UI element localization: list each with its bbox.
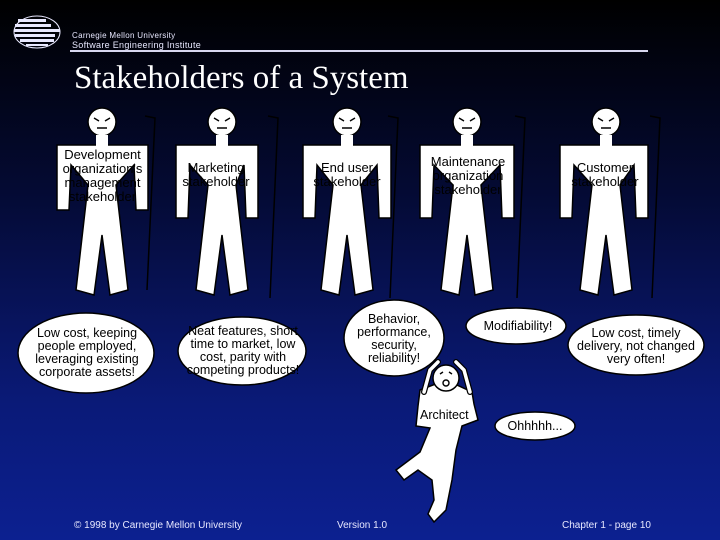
concern-end-user: Behavior, performance, security, reliabi…: [357, 312, 431, 365]
stakeholder-label-customer: Customer stakeholder: [571, 160, 639, 189]
stakeholder-body: [56, 144, 149, 296]
stick-line: [514, 115, 526, 299]
stakeholder-head-icon: [591, 107, 621, 137]
architect-mouth: [442, 379, 450, 387]
architect-exclamation: Ohhhhh...: [507, 418, 563, 433]
stakeholder-label-development: Development organization's management st…: [62, 147, 143, 204]
stick-line: [267, 115, 279, 299]
page-title: Stakeholders of a System: [74, 60, 409, 96]
concern-bubble: [567, 314, 705, 376]
stakeholder-neck: [600, 135, 612, 146]
stick-line: [649, 115, 661, 299]
concern-marketing: Neat features, short time to market, low…: [186, 324, 300, 377]
stakeholder-body: [302, 144, 392, 296]
concern-bubble: [465, 307, 567, 345]
stakeholder-head-icon: [452, 107, 482, 137]
footer-version: Version 1.0: [337, 520, 388, 531]
cmu-logo-icon: [13, 15, 61, 49]
stakeholder-body: [419, 144, 515, 296]
concern-bubble: [343, 299, 445, 377]
footer-copyright: © 1998 by Carnegie Mellon University: [74, 520, 243, 531]
stakeholder-label-maintenance: Maintenance organization stakeholder: [430, 154, 506, 197]
stakeholder-face: [93, 117, 111, 129]
concern-development: Low cost, keeping people employed, lever…: [35, 326, 139, 379]
stakeholder-neck: [216, 135, 228, 146]
stakeholder-face: [213, 117, 231, 129]
stakeholder-neck: [341, 135, 353, 146]
concern-bubble: [17, 312, 155, 394]
stakeholder-label-end-user: End user stakeholder: [313, 160, 381, 189]
stakeholder-body: [559, 144, 649, 296]
stick-line: [144, 115, 156, 291]
stick-line: [387, 115, 399, 299]
architect-label: Architect: [420, 408, 469, 422]
architect-head-icon: [432, 364, 460, 392]
stakeholder-face: [597, 117, 615, 129]
stakeholder-face: [338, 117, 356, 129]
stakeholder-face: [458, 117, 476, 129]
stakeholder-body: [175, 144, 259, 296]
concern-bubble: [177, 316, 307, 386]
footer-page: Chapter 1 - page 10: [562, 520, 651, 531]
architect-figure: [394, 359, 576, 524]
exclamation-bubble: [494, 411, 576, 441]
architect-body: [394, 379, 479, 524]
institute-name: Software Engineering Institute: [72, 40, 202, 50]
university-name: Carnegie Mellon University: [72, 31, 176, 40]
stakeholder-head-icon: [87, 107, 117, 137]
stakeholder-head-icon: [332, 107, 362, 137]
stakeholder-label-marketing: Marketing stakeholder: [182, 160, 250, 189]
stakeholder-neck: [461, 135, 473, 146]
concern-maintenance: Modifiability!: [483, 318, 553, 333]
header-divider: [70, 50, 648, 52]
architect-arms-fill: [422, 360, 472, 394]
concern-customer: Low cost, timely delivery, not changed v…: [577, 325, 695, 366]
stakeholder-neck: [96, 135, 108, 146]
stakeholder-head-icon: [207, 107, 237, 137]
architect-eyes: [439, 371, 453, 375]
